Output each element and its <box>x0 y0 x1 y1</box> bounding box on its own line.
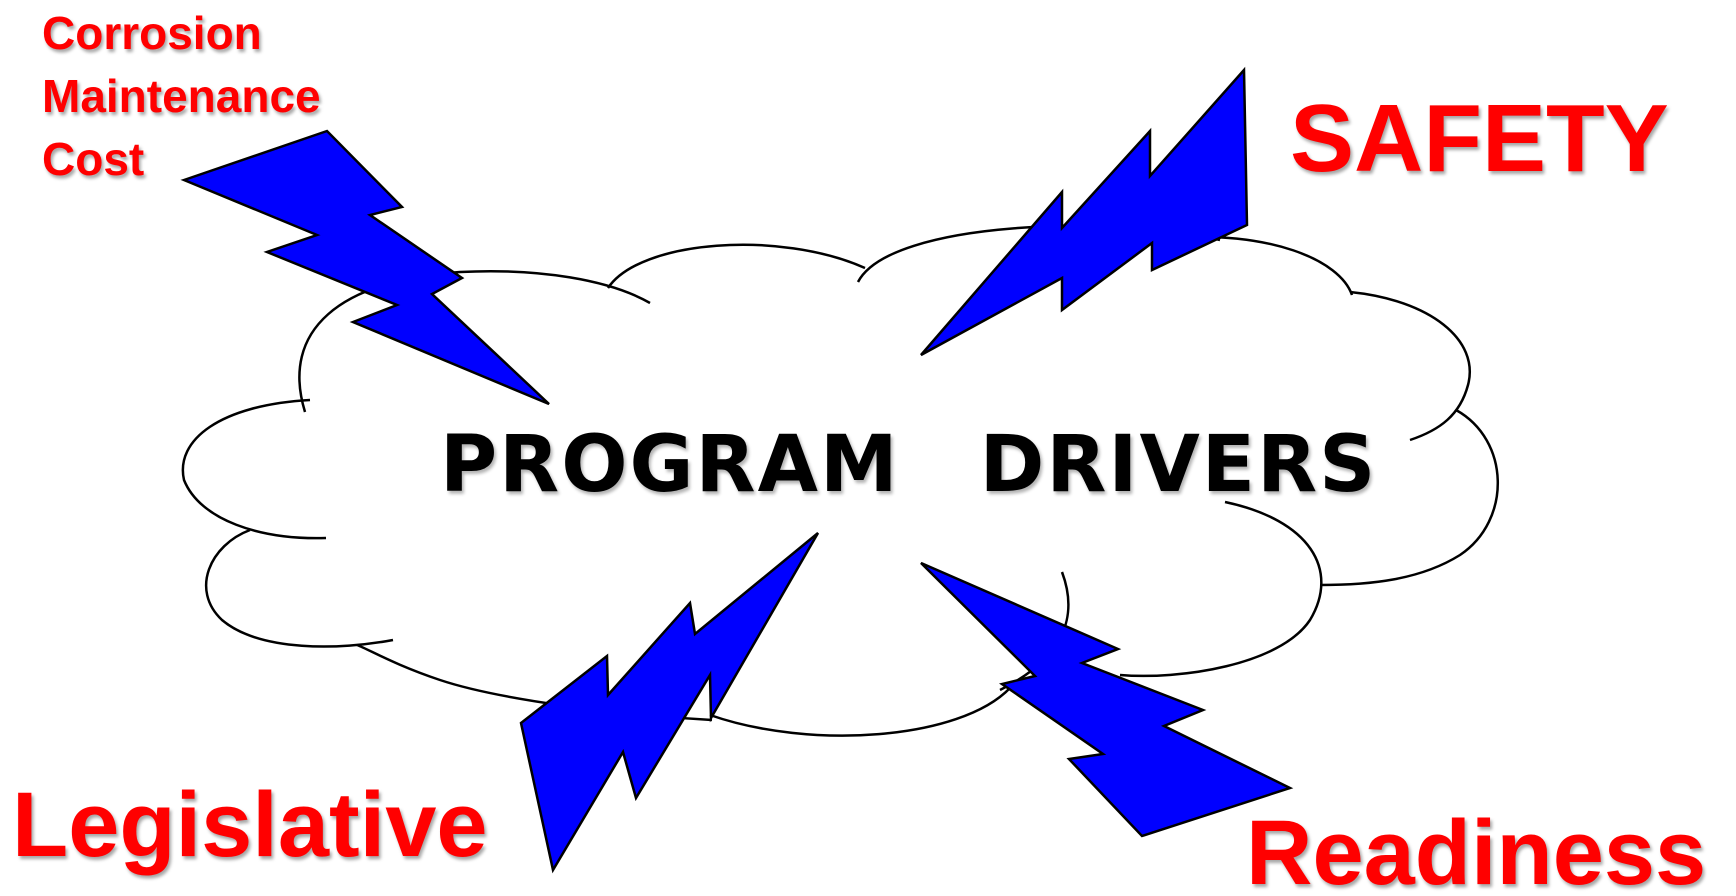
label-corrosion-maintenance-cost: Corrosion Maintenance Cost <box>42 2 321 191</box>
lightning-bolt-icon <box>920 66 1249 357</box>
center-title-word-program: PROGRAM <box>440 420 900 510</box>
center-title-word-drivers: DRIVERS <box>979 420 1378 510</box>
lightning-bolt-icon <box>519 532 820 874</box>
lightning-bolt-icon <box>180 129 550 406</box>
label-safety: SAFETY <box>1290 85 1669 192</box>
label-readiness: Readiness <box>1246 802 1707 896</box>
lightning-bolt-icon <box>920 561 1294 838</box>
label-corrosion-line3: Cost <box>42 133 145 185</box>
label-corrosion-line1: Corrosion <box>42 7 262 59</box>
label-corrosion-line2: Maintenance <box>42 70 321 122</box>
center-title: PROGRAM DRIVERS <box>440 420 1375 510</box>
label-legislative: Legislative <box>12 774 488 876</box>
